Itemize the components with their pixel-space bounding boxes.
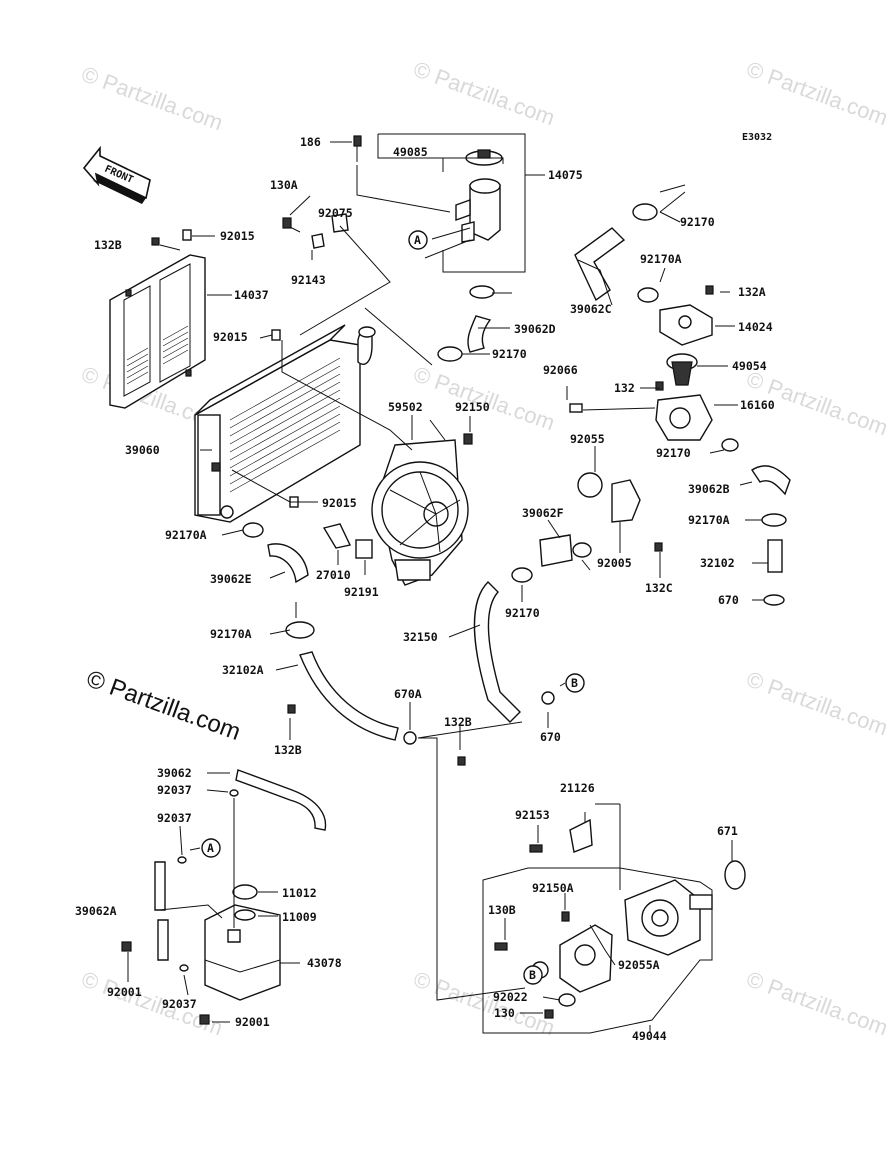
leader-lines [127,133,768,1034]
part-label-27010: 27010 [316,568,351,582]
part-label-43078: 43078 [307,956,342,970]
part-label-92150: 92150 [455,400,490,414]
part-label-92055A: 92055A [618,958,660,972]
part-label-132B-low: 132B [274,743,302,757]
thermostat-assembly [463,285,787,606]
watermark-5: © Partzilla.com [410,361,558,435]
part-label-132: 132 [614,381,635,395]
part-label-92170-hose: 92170 [505,606,540,620]
cooling-fan [371,439,469,586]
watermark-3: © Partzilla.com [743,56,891,130]
watermark-8: © Partzilla.com [78,966,226,1040]
part-label-92015-mid: 92015 [213,330,248,344]
watermark-1: © Partzilla.com [78,61,226,135]
part-label-92191: 92191 [344,585,379,599]
part-label-39062E: 39062E [210,572,252,586]
watermark-10: © Partzilla.com [743,966,891,1040]
radiator-screen [109,254,206,409]
part-label-92005: 92005 [597,556,632,570]
part-label-130: 130 [494,1006,515,1020]
watermark-7: © Partzilla.com [743,666,891,740]
part-label-130B: 130B [488,903,516,917]
part-label-132B-top: 132B [94,238,122,252]
part-label-14075: 14075 [548,168,583,182]
reserve-tank [121,789,281,1025]
part-label-670A: 670A [394,687,422,701]
part-label-92037-mid: 92037 [157,811,192,825]
part-label-186: 186 [300,135,321,149]
part-label-39062F: 39062F [522,506,564,520]
part-label-92170A-left: 92170A [165,528,207,542]
part-label-671: 671 [717,824,738,838]
part-label-92170A-low: 92170A [210,627,252,641]
part-label-49044: 49044 [632,1029,667,1043]
part-label-92153: 92153 [515,808,550,822]
part-label-16160: 16160 [740,398,775,412]
part-label-32102A: 32102A [222,663,264,677]
part-label-92075: 92075 [318,206,353,220]
part-label-670-mid: 670 [540,730,561,744]
part-label-14024: 14024 [738,320,773,334]
part-label-92170-thermo: 92170 [656,446,691,460]
part-label-21126: 21126 [560,781,595,795]
callout-markers: A A B B [201,230,585,985]
part-label-49054: 49054 [732,359,767,373]
part-label-39062B: 39062B [688,482,730,496]
filler-neck [353,135,503,243]
diagram-code: E3032 [742,132,772,143]
part-label-39060: 39060 [125,443,160,457]
water-pump [494,818,746,1019]
hoses [154,227,791,961]
front-arrow-icon: FRONT [82,145,151,204]
part-label-670-right: 670 [718,593,739,607]
watermark-main: © Partzilla.com [83,665,244,746]
part-label-92066: 92066 [543,363,578,377]
part-label-11012: 11012 [282,886,317,900]
part-label-132A: 132A [738,285,766,299]
part-label-92150A: 92150A [532,881,574,895]
part-label-92001-left: 92001 [107,985,142,999]
part-label-132B-mid: 132B [444,715,472,729]
part-label-92170-mid: 92170 [492,347,527,361]
part-label-39062: 39062 [157,766,192,780]
part-label-11009: 11009 [282,910,317,924]
small-hardware-top [151,203,659,508]
watermark-2: © Partzilla.com [410,56,558,130]
part-label-92001-low: 92001 [235,1015,270,1029]
part-label-92022: 92022 [493,990,528,1004]
part-label-92015-low: 92015 [322,496,357,510]
part-label-92143: 92143 [291,273,326,287]
part-label-39062D: 39062D [514,322,556,336]
radiator [194,324,376,523]
part-label-92055: 92055 [570,432,605,446]
part-label-49085: 49085 [393,145,428,159]
part-labels: 186 49085 14075 130A 92075 132B 92015 14… [75,135,775,1043]
part-label-92037-top: 92037 [157,783,192,797]
part-label-92170A-right: 92170A [688,513,730,527]
callout-a-bottom: A [207,841,214,855]
part-label-59502: 59502 [388,400,423,414]
part-label-39062A: 39062A [75,904,117,918]
part-label-92170-right: 92170 [680,215,715,229]
callout-b-right: B [571,676,578,690]
part-label-92170A-top: 92170A [640,252,682,266]
part-label-14037: 14037 [234,288,269,302]
part-label-32150: 32150 [403,630,438,644]
part-label-92037-low: 92037 [162,997,197,1011]
part-label-130A: 130A [270,178,298,192]
part-label-132C: 132C [645,581,673,595]
temp-sensors [242,438,739,766]
part-label-32102: 32102 [700,556,735,570]
part-label-39062C: 39062C [570,302,612,316]
callout-b-pump: B [529,968,536,982]
callout-a-top: A [414,233,421,247]
part-label-92015-top: 92015 [220,229,255,243]
